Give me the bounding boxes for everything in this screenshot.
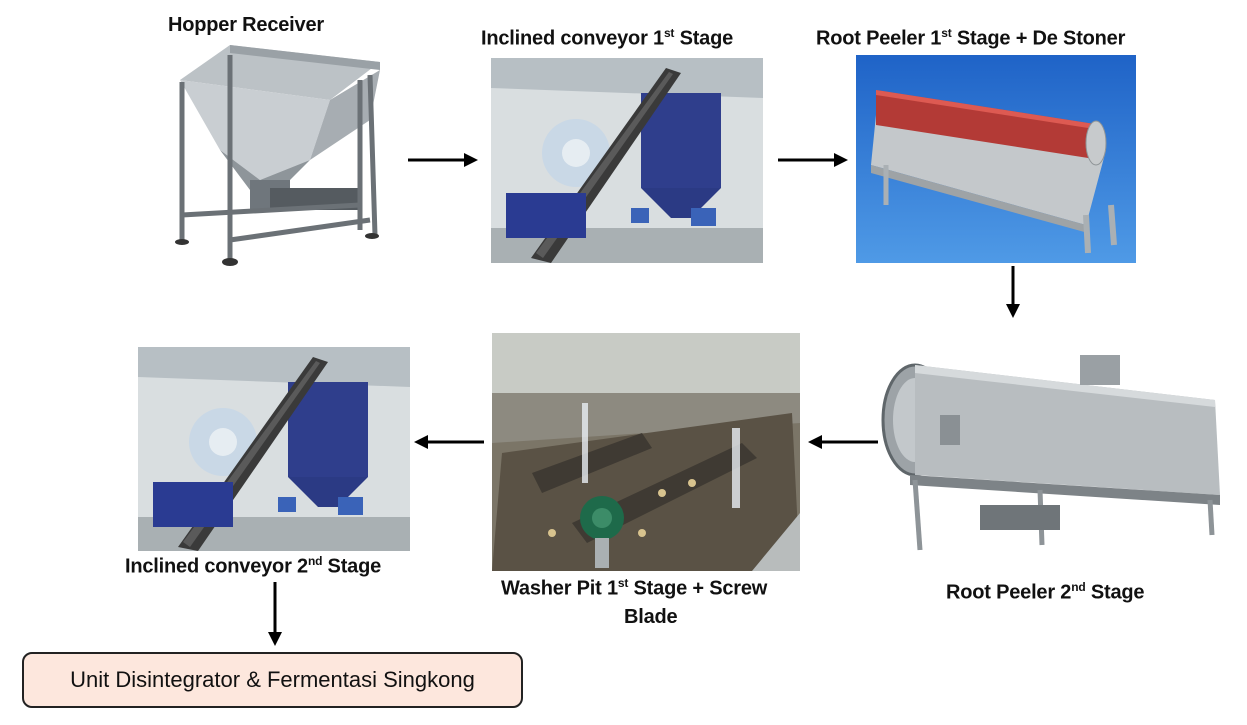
root-peeler-2-label: Root Peeler 2nd Stage (946, 580, 1145, 604)
root-peeler-1-image (856, 55, 1136, 263)
inclined-conveyor-2-image (138, 347, 410, 551)
final-unit-box: Unit Disintegrator & Fermentasi Singkong (22, 652, 523, 708)
root-peeler-1-label: Root Peeler 1st Stage + De Stoner (816, 26, 1126, 50)
root-peeler-2-image (870, 345, 1230, 573)
arrow-washer-to-conveyor2 (414, 435, 484, 449)
arrow-peeler1-to-peeler2 (1006, 266, 1020, 318)
washer-pit-label-line2: Blade (624, 606, 678, 628)
inclined-conveyor-2-label: Inclined conveyor 2nd Stage (125, 554, 382, 578)
hopper-receiver-image (160, 40, 385, 268)
washer-pit-label: Washer Pit 1st Stage + Screw (501, 576, 768, 600)
washer-pit-image (492, 333, 800, 571)
inclined-conveyor-1-image (491, 58, 763, 263)
inclined-conveyor-1-label: Inclined conveyor 1st Stage (481, 26, 734, 50)
arrow-hopper-to-conveyor1 (408, 153, 478, 167)
arrow-conveyor1-to-peeler1 (778, 153, 848, 167)
arrow-conveyor2-to-final (268, 582, 282, 646)
arrow-peeler2-to-washer (808, 435, 878, 449)
hopper-receiver-label: Hopper Receiver (168, 14, 324, 36)
final-unit-label: Unit Disintegrator & Fermentasi Singkong (70, 667, 475, 692)
